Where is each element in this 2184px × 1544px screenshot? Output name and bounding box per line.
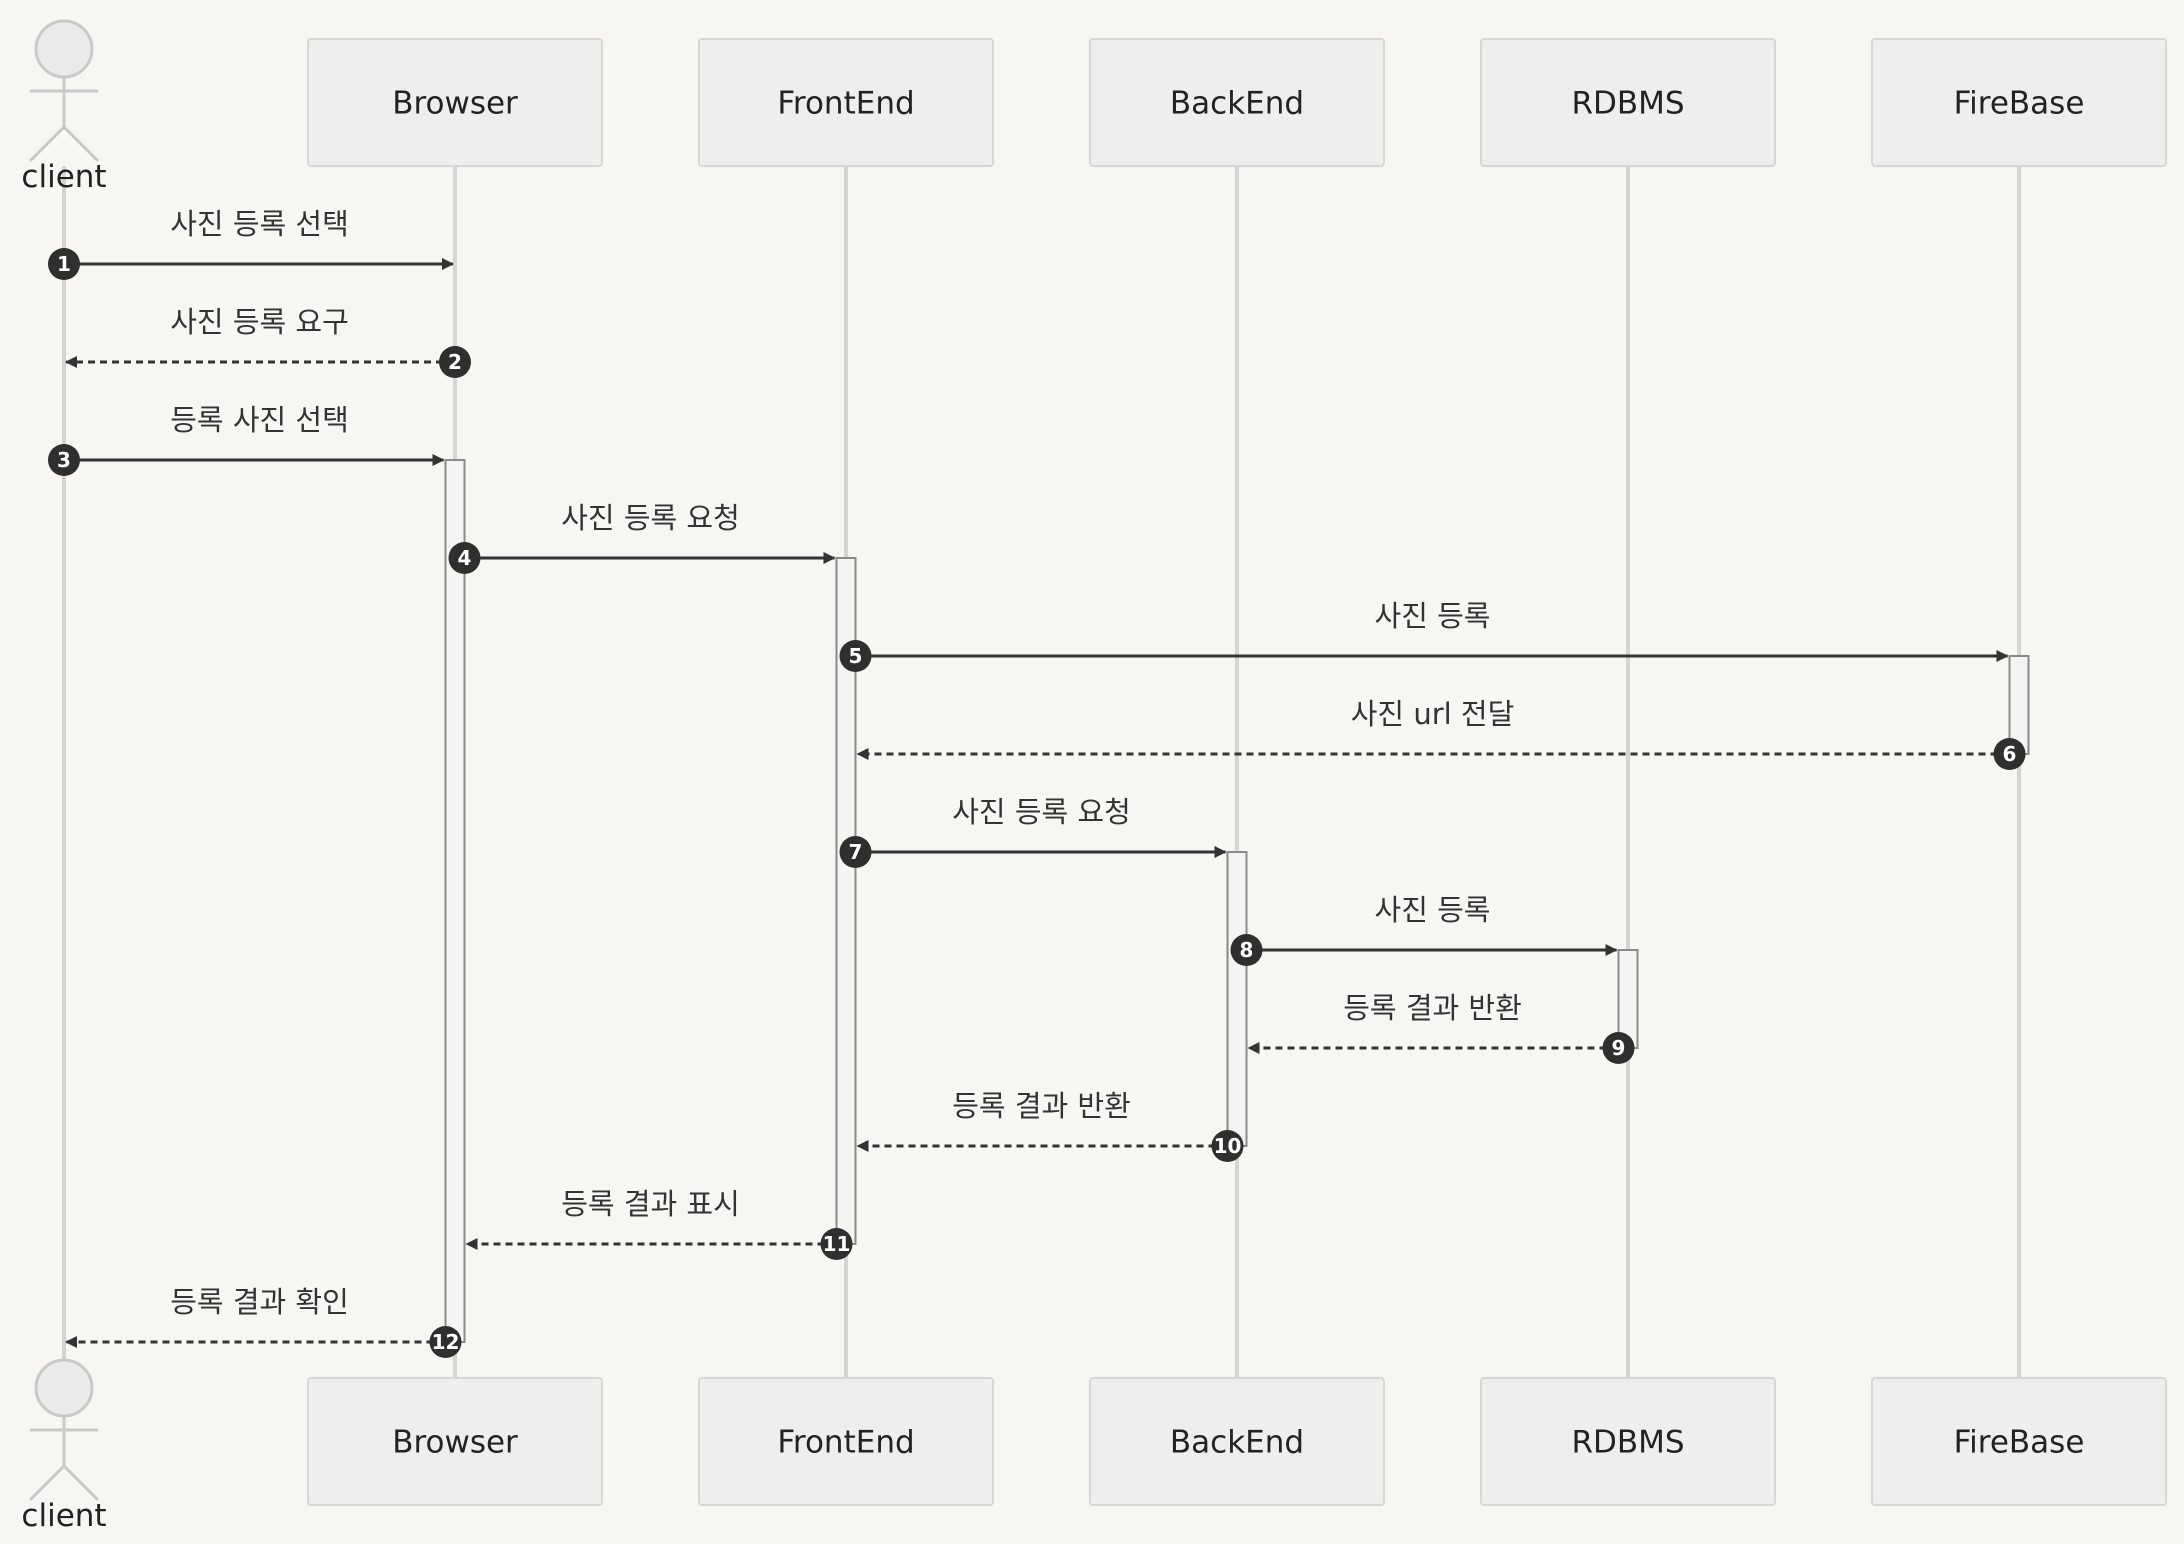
message-label: 등록 결과 반환: [1343, 991, 1522, 1025]
message-5: 사진 등록 5: [839, 599, 2009, 672]
sequence-number-badge: [839, 640, 872, 672]
actor-leg-icon: [28, 1464, 66, 1502]
sequence-number: 10: [1214, 1134, 1242, 1158]
message-label: 사진 등록 요청: [561, 501, 740, 535]
participant-label: RDBMS: [1571, 86, 1684, 122]
sequence-number-badge: [1211, 1130, 1244, 1162]
actor-leg-icon: [62, 1464, 100, 1502]
participant-firebase-top: FireBase: [1871, 38, 2167, 167]
participant-label: BackEnd: [1170, 86, 1304, 122]
sequence-number-badge: [429, 1326, 462, 1358]
participant-label: FireBase: [1954, 86, 2085, 122]
participant-rdbms-top: RDBMS: [1480, 38, 1776, 167]
actor-head-icon: [34, 1358, 94, 1418]
message-10: 등록 결과 반환 10: [856, 1089, 1244, 1162]
actor-label: client: [21, 159, 106, 195]
participant-backend-top: BackEnd: [1089, 38, 1385, 167]
participant-box: [1089, 1377, 1385, 1506]
actor-leg-icon: [62, 125, 100, 163]
message-label: 등록 결과 표시: [561, 1187, 740, 1221]
participant-label: Browser: [392, 1425, 518, 1461]
sequence-number-badge: [1993, 738, 2026, 770]
participant-box: [1480, 1377, 1776, 1506]
sequence-number-badge: [1230, 934, 1263, 966]
actor-head-icon: [34, 19, 94, 79]
participant-label: FrontEnd: [777, 1425, 914, 1461]
message-label: 사진 등록 요구: [170, 305, 349, 339]
participant-browser-bottom: Browser: [307, 1377, 603, 1506]
sequence-number: 4: [458, 546, 472, 570]
actor-client-top: client: [21, 19, 107, 195]
message-9: 등록 결과 반환 9: [1247, 991, 1635, 1064]
sequence-number: 6: [2003, 742, 2017, 766]
message-3: 등록 사진 선택 3: [48, 403, 445, 476]
sequence-number: 9: [1612, 1036, 1626, 1060]
sequence-number: 3: [57, 448, 71, 472]
message-label: 사진 url 전달: [1351, 697, 1515, 731]
participant-box: [307, 1377, 603, 1506]
participant-label: RDBMS: [1571, 1425, 1684, 1461]
sequence-number-badge: [439, 346, 471, 378]
sequence-number-badge: [48, 444, 80, 476]
activation-bar-backend: [1226, 851, 1248, 1147]
participant-frontend-bottom: FrontEnd: [698, 1377, 994, 1506]
participant-box: [698, 38, 994, 167]
message-label: 등록 결과 확인: [170, 1285, 349, 1319]
sequence-number-badge: [48, 248, 80, 280]
message-11: 등록 결과 표시 11: [465, 1187, 853, 1260]
actor-label: client: [21, 1498, 106, 1534]
participant-firebase-bottom: FireBase: [1871, 1377, 2167, 1506]
participant-backend-bottom: BackEnd: [1089, 1377, 1385, 1506]
participant-frontend-top: FrontEnd: [698, 38, 994, 167]
sequence-number: 12: [432, 1330, 460, 1354]
sequence-number: 5: [849, 644, 863, 668]
message-12: 등록 결과 확인 12: [65, 1285, 462, 1358]
participant-box: [307, 38, 603, 167]
sequence-number: 2: [448, 350, 462, 374]
activation-bar-browser: [444, 459, 466, 1343]
message-label: 등록 사진 선택: [170, 403, 349, 437]
sequence-number-badge: [839, 836, 872, 868]
participant-box: [1871, 38, 2167, 167]
actor-leg-icon: [28, 125, 66, 163]
message-4: 사진 등록 요청 4: [448, 501, 836, 574]
message-7: 사진 등록 요청 7: [839, 795, 1227, 868]
message-2: 사진 등록 요구 2: [65, 305, 471, 378]
sequence-number: 8: [1240, 938, 1254, 962]
message-label: 사진 등록: [1375, 599, 1491, 633]
message-8: 사진 등록 8: [1230, 893, 1618, 966]
sequence-number-badge: [820, 1228, 853, 1260]
participant-label: BackEnd: [1170, 1425, 1304, 1461]
participant-box: [698, 1377, 994, 1506]
actor-client-bottom: client: [21, 1358, 107, 1534]
sequence-number-badge: [448, 542, 481, 574]
participant-box: [1871, 1377, 2167, 1506]
message-label: 등록 결과 반환: [952, 1089, 1131, 1123]
participant-label: FrontEnd: [777, 86, 914, 122]
message-label: 사진 등록 요청: [952, 795, 1131, 829]
participant-label: FireBase: [1954, 1425, 2085, 1461]
participant-browser-top: Browser: [307, 38, 603, 167]
sequence-number: 11: [823, 1232, 851, 1256]
participant-rdbms-bottom: RDBMS: [1480, 1377, 1776, 1506]
sequence-number: 1: [57, 252, 71, 276]
message-label: 사진 등록 선택: [170, 207, 349, 241]
participant-box: [1480, 38, 1776, 167]
sequence-number: 7: [849, 840, 863, 864]
participant-label: Browser: [392, 86, 518, 122]
message-6: 사진 url 전달 6: [856, 697, 2026, 770]
participant-box: [1089, 38, 1385, 167]
sequence-number-badge: [1602, 1032, 1635, 1064]
message-label: 사진 등록: [1375, 893, 1491, 927]
message-1: 사진 등록 선택 1: [48, 207, 454, 280]
